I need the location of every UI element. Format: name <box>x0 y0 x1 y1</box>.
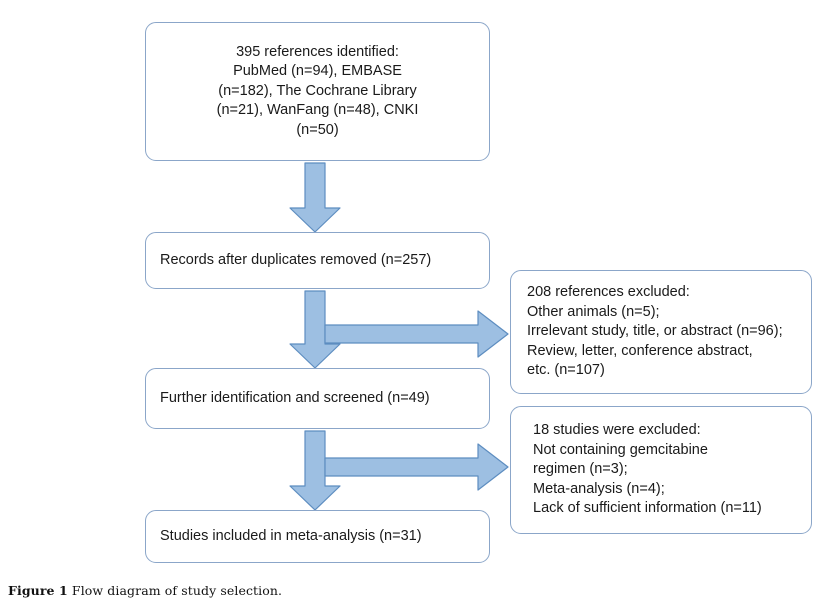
arrow-down-duplicates-to-screened <box>289 290 341 369</box>
node-references-identified-label: 395 references identified: PubMed (n=94)… <box>216 43 419 138</box>
arrow-down-screened-to-included <box>289 430 341 511</box>
arrow-down-identified-to-duplicates <box>289 162 341 233</box>
figure-caption-text: Flow diagram of study selection. <box>71 583 283 598</box>
node-references-excluded: 208 references excluded: Other animals (… <box>510 270 812 394</box>
figure-caption-label: Figure 1 <box>8 583 68 598</box>
node-references-identified: 395 references identified: PubMed (n=94)… <box>145 22 490 161</box>
node-records-after-duplicates-removed-label: Records after duplicates removed (n=257) <box>160 251 432 268</box>
node-further-identification-and-screened: Further identification and screened (n=4… <box>145 368 490 429</box>
node-studies-excluded: 18 studies were excluded: Not containing… <box>510 406 812 534</box>
node-further-identification-and-screened-label: Further identification and screened (n=4… <box>160 389 430 406</box>
node-studies-included-in-meta-analysis-label: Studies included in meta-analysis (n=31) <box>160 527 422 544</box>
node-references-excluded-label: 208 references excluded: Other animals (… <box>527 284 783 379</box>
node-records-after-duplicates-removed: Records after duplicates removed (n=257) <box>145 232 490 289</box>
figure-caption: Figure 1 Flow diagram of study selection… <box>8 583 608 598</box>
arrow-right-to-excluded-studies <box>324 443 509 491</box>
node-studies-excluded-label: 18 studies were excluded: Not containing… <box>533 422 762 517</box>
arrow-right-to-excluded-references <box>324 310 509 358</box>
node-studies-included-in-meta-analysis: Studies included in meta-analysis (n=31) <box>145 510 490 563</box>
